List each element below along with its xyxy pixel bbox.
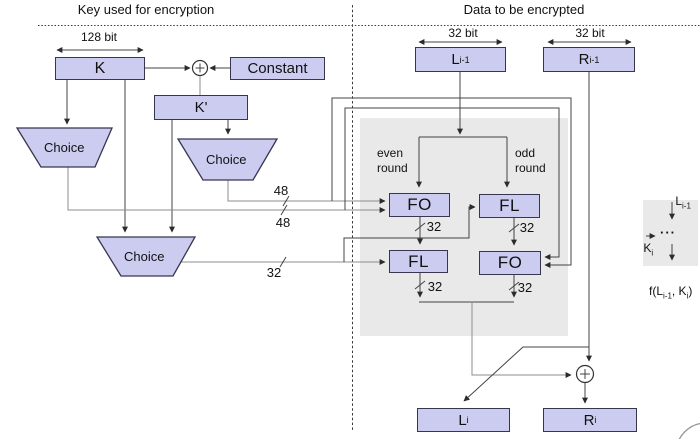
fl-odd-box: FL: [479, 194, 540, 218]
data-section-title: Data to be encrypted: [463, 2, 585, 17]
label-32bit-right: 32 bit: [575, 26, 605, 40]
choice2-label: Choice: [206, 152, 247, 167]
fl-even-box: FL: [389, 250, 448, 273]
slash-fo-odd-out: [508, 281, 520, 291]
k-box: K: [55, 57, 145, 80]
mini-key-label: Ki: [643, 241, 654, 258]
xor-key-icon: [191, 59, 209, 77]
f-output-to-xor-line: [471, 302, 572, 378]
mini-input-label: Li-1: [675, 194, 691, 211]
r-to-lout-crossover-line: [463, 346, 589, 402]
l-input-base: L: [451, 51, 460, 68]
l-output-base: L: [458, 411, 467, 429]
wrap-outer-line: [331, 97, 572, 268]
fo-even-box: FO: [389, 193, 450, 217]
corner-arc-decoration: [678, 422, 700, 439]
slash-48-lower: [280, 204, 288, 216]
slash-48-upper: [282, 195, 290, 207]
xor-data-icon: [575, 364, 595, 384]
label-32-fl-even: 32: [427, 279, 443, 294]
slash-32-key: [279, 256, 287, 268]
key-section-title: Key used for encryption: [77, 2, 215, 17]
choice1-48bit-bus: [67, 167, 386, 213]
mini-dots-label: ···: [660, 225, 676, 240]
r-output-base: R: [583, 411, 595, 429]
round-function-panel: [360, 118, 568, 336]
label-128bit: 128 bit: [80, 30, 118, 44]
r-input-base: R: [578, 51, 590, 68]
label-32bit-left: 32 bit: [448, 26, 478, 40]
choice2-shape: [176, 138, 279, 181]
label-32-fo-odd: 32: [517, 280, 533, 295]
fo-odd-box: FO: [479, 251, 541, 275]
constant-box: Constant: [230, 57, 325, 80]
label-48-upper: 48: [273, 183, 289, 198]
label-32-key: 32: [266, 265, 282, 280]
slash-fl-even-out: [414, 280, 426, 290]
choice2-48bit-bus: [227, 180, 386, 204]
label-32-fo-even: 32: [426, 219, 442, 234]
wrap-inner-line: [344, 107, 560, 260]
fl-odd-branch-line: [343, 204, 476, 262]
label-32-fl-odd: 32: [519, 220, 535, 235]
mini-output-label: f(Li-1, Ki): [648, 284, 693, 301]
label-48-lower: 48: [275, 215, 291, 230]
slash-fl-odd-out: [508, 223, 520, 233]
choice3-shape: [95, 236, 197, 277]
choice1-label: Choice: [44, 140, 85, 155]
kprime-box: K': [154, 95, 248, 120]
slash-fo-even-out: [414, 222, 426, 232]
choice3-label: Choice: [124, 249, 165, 264]
choice1-shape: [15, 127, 113, 168]
